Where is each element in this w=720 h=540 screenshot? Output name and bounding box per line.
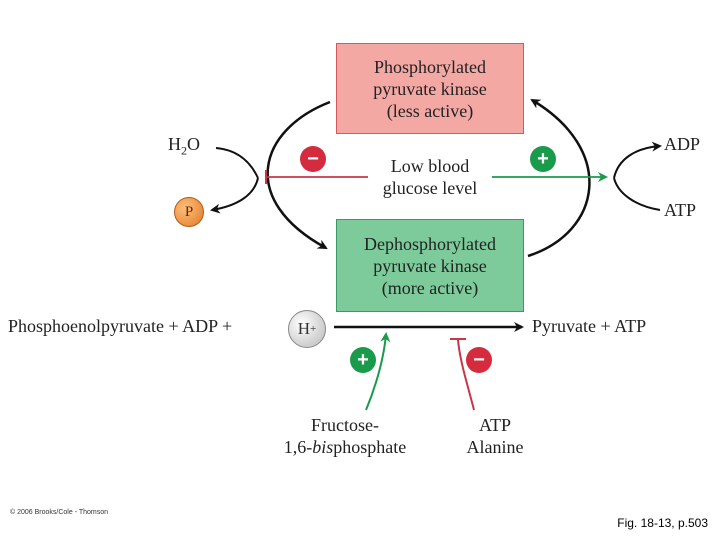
activate-plus-icon: + xyxy=(530,146,556,172)
fructose-bisphosphate-label: Fructose- 1,6-bisphosphate xyxy=(283,415,407,457)
water-input-arrow xyxy=(215,147,259,179)
water-label: H2O xyxy=(168,134,200,158)
proton-icon: H+ xyxy=(288,310,326,348)
reaction-substrates: Phosphoenolpyruvate + ADP + xyxy=(8,316,233,336)
phosphate-release-arrow xyxy=(210,177,259,214)
phosphate-icon: P xyxy=(174,197,204,227)
atp-input-arrow xyxy=(613,177,661,211)
phosphorylated-line1: Phosphorylated xyxy=(374,56,486,77)
phosphorylated-pyruvate-kinase-box: Phosphorylated pyruvate kinase (less act… xyxy=(336,43,524,134)
atp-alanine-inhibition-line xyxy=(457,339,475,411)
dephosphorylation-arrow xyxy=(266,100,331,250)
inhibit-minus-icon: − xyxy=(300,146,326,172)
reaction-products: Pyruvate + ATP xyxy=(532,316,647,336)
dephosphorylated-line1: Dephosphorylated xyxy=(364,233,496,254)
fructose-activation-plus-icon: + xyxy=(350,347,376,373)
low-blood-glucose-label: Low blood glucose level xyxy=(382,156,478,198)
phosphorylated-line2: pyruvate kinase xyxy=(373,78,487,99)
phosphorylated-line3: (less active) xyxy=(386,100,474,121)
copyright-notice: © 2006 Brooks/Cole - Thomson xyxy=(10,509,109,516)
adp-label: ADP xyxy=(664,134,701,154)
phosphorylation-arrow xyxy=(527,98,591,258)
atp-alanine-label: ATP Alanine xyxy=(466,415,524,457)
atp-label: ATP xyxy=(664,200,697,220)
dephosphorylated-line3: (more active) xyxy=(381,277,479,298)
figure-reference: Fig. 18-13, p.503 xyxy=(617,516,708,530)
adp-release-arrow xyxy=(613,141,662,179)
dephosphorylated-line2: pyruvate kinase xyxy=(373,255,487,276)
atp-alanine-inhibit-minus-icon: − xyxy=(466,347,492,373)
dephosphorylated-pyruvate-kinase-box: Dephosphorylated pyruvate kinase (more a… xyxy=(336,219,524,312)
fructose-activation-arrow xyxy=(365,332,391,411)
